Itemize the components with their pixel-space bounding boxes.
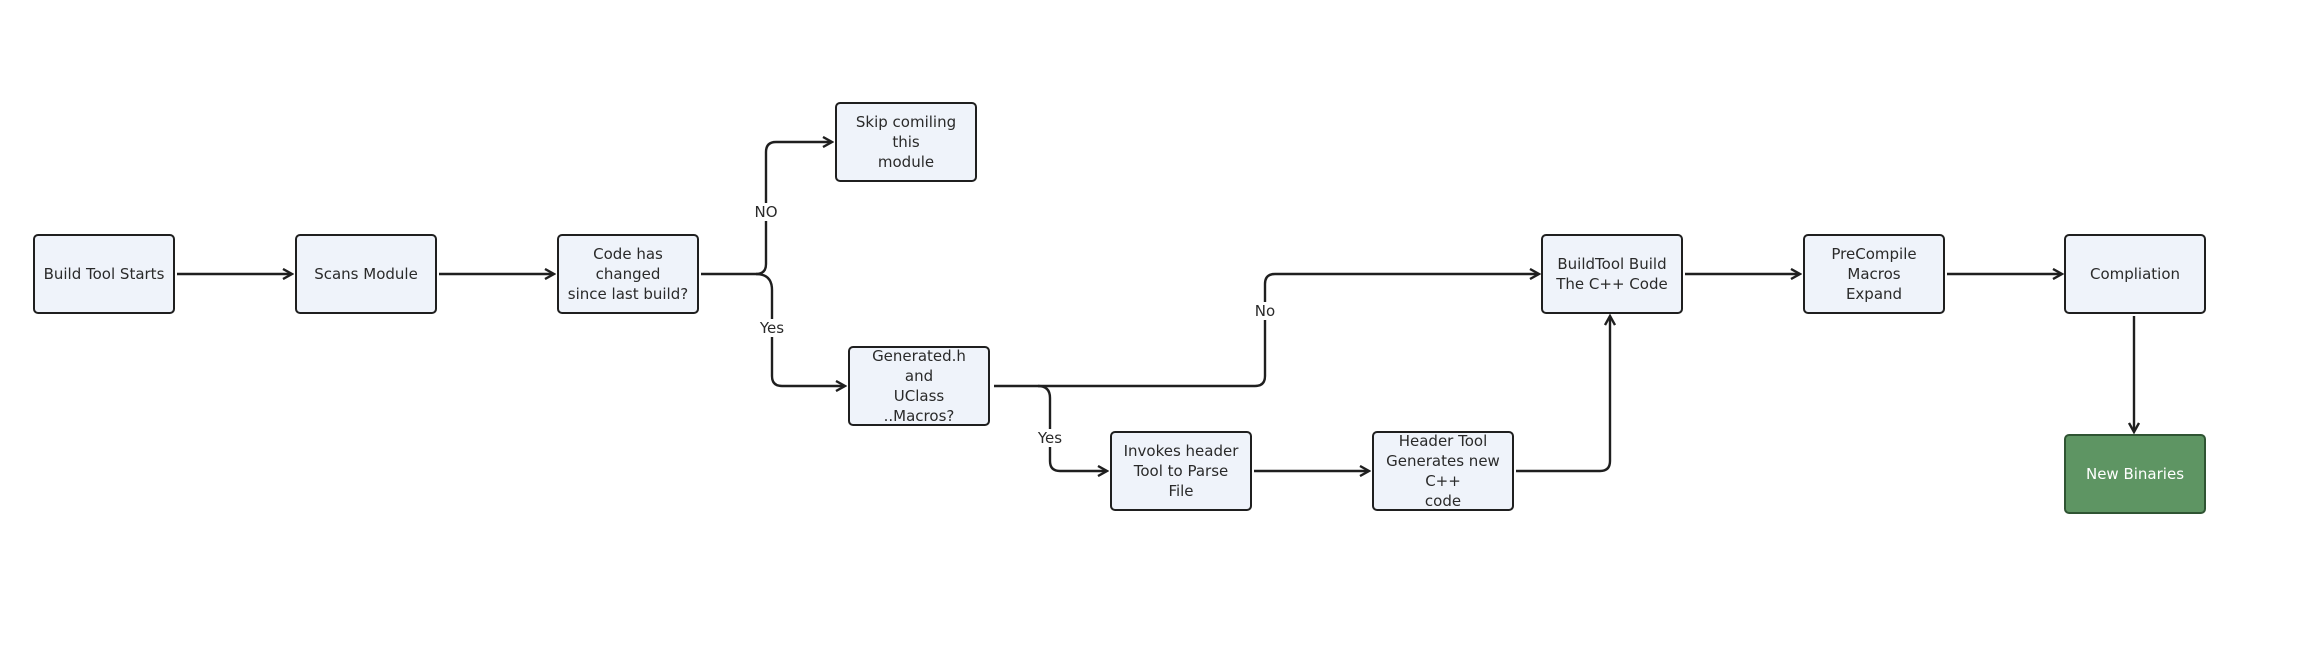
edge-label-yes-upper: Yes — [757, 319, 787, 337]
node-header-tool: Header Tool Generates new C++ code — [1372, 431, 1514, 511]
edge-generated-to-invokes — [1037, 384, 1107, 471]
edge-label-yes-lower: Yes — [1035, 429, 1065, 447]
node-skip-compiling: Skip comiling this module — [835, 102, 977, 182]
node-label: Compliation — [2089, 265, 2181, 283]
node-new-binaries: New Binaries — [2064, 434, 2206, 514]
node-invokes-header: Invokes header Tool to Parse File — [1110, 431, 1252, 511]
node-precompile-macros: PreCompile Macros Expand — [1803, 234, 1945, 314]
node-compliation: Compliation — [2064, 234, 2206, 314]
node-label: Header Tool Generates new C++ code — [1386, 432, 1500, 510]
node-buildtool-build: BuildTool Build The C++ Code — [1541, 234, 1683, 314]
node-scans-module: Scans Module — [295, 234, 437, 314]
node-label: Skip comiling this module — [855, 113, 957, 171]
node-label: Generated.h and UClass ..Macros? — [872, 347, 966, 425]
edge-label-no-upper: NO — [752, 203, 780, 221]
node-label: Scans Module — [314, 265, 418, 283]
node-label: Code has changed since last build? — [567, 245, 689, 303]
node-code-changed: Code has changed since last build? — [557, 234, 699, 314]
node-label: New Binaries — [2085, 465, 2185, 483]
edge-generated-to-buildtool — [994, 274, 1539, 388]
node-label: PreCompile Macros Expand — [1831, 245, 1917, 303]
edge-code-changed-to-generated — [755, 272, 845, 386]
node-build-tool-starts: Build Tool Starts — [33, 234, 175, 314]
node-label: Invokes header Tool to Parse File — [1123, 442, 1239, 500]
node-label: Build Tool Starts — [43, 265, 165, 283]
edge-header-tool-to-buildtool — [1516, 316, 1610, 473]
edge-label-no-lower: No — [1252, 302, 1278, 320]
node-generated-h: Generated.h and UClass ..Macros? — [848, 346, 990, 426]
node-label: BuildTool Build The C++ Code — [1556, 255, 1668, 293]
